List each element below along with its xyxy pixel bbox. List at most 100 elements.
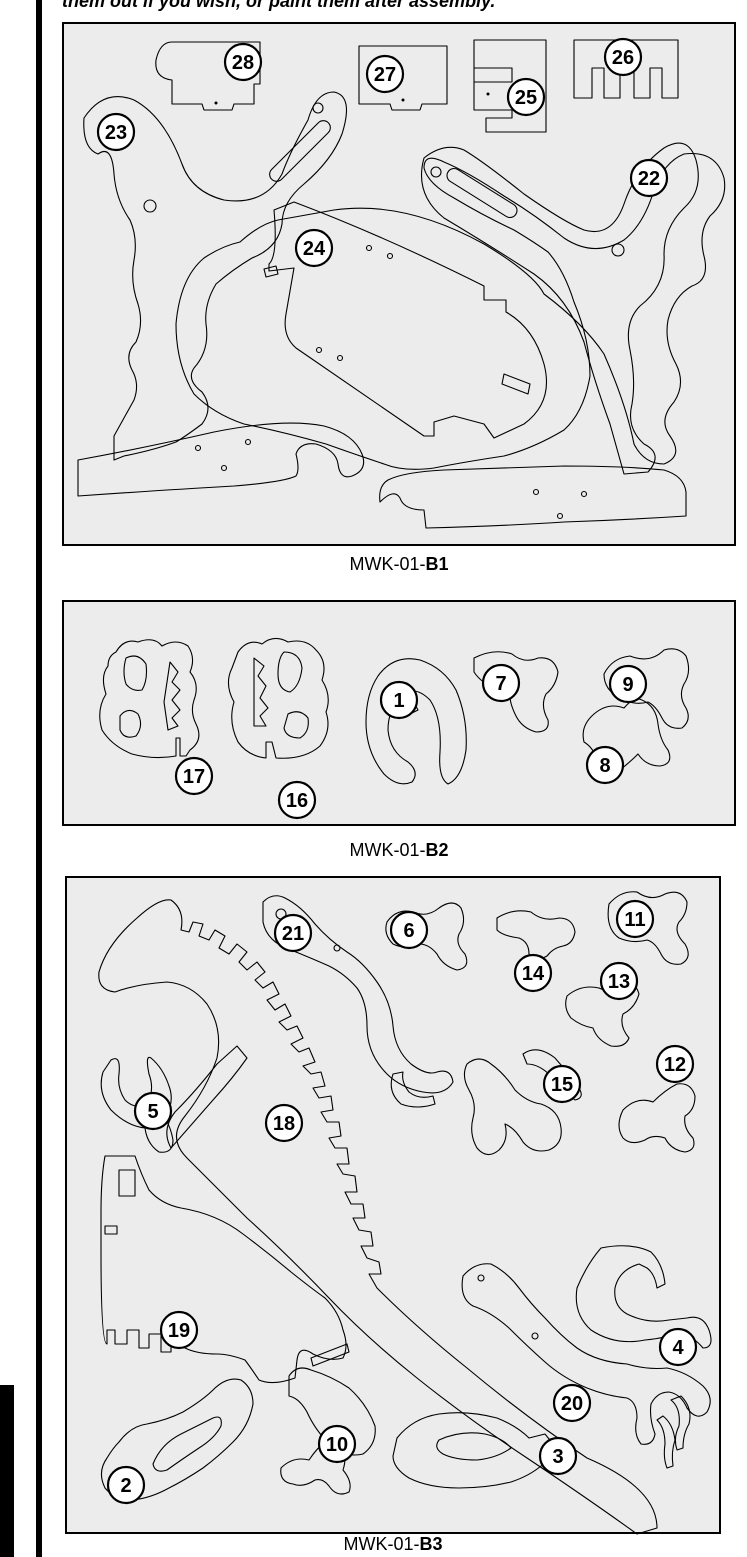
callout-21: 21 — [273, 913, 313, 953]
part-4-outline — [575, 1245, 712, 1349]
callout-2: 2 — [106, 1465, 146, 1505]
part-11-outline — [607, 891, 689, 965]
callout-10: 10 — [317, 1424, 357, 1464]
sheet-b1: 28 27 25 26 23 22 24 — [62, 22, 736, 546]
sheet-b3-callouts: 21 6 11 14 13 12 15 5 18 4 19 20 10 3 2 — [106, 899, 698, 1505]
callout-22: 22 — [629, 158, 669, 198]
callout-12: 12 — [655, 1044, 695, 1084]
callout-6: 6 — [389, 910, 429, 950]
part-body-b1-outline — [175, 152, 726, 470]
part-18-outline — [98, 899, 658, 1535]
svg-text:20: 20 — [561, 1393, 583, 1415]
part-12-outline — [618, 1083, 696, 1153]
svg-text:9: 9 — [622, 674, 633, 696]
part-23-outline — [83, 91, 348, 461]
part-3-outline — [392, 1412, 554, 1489]
callout-27: 27 — [365, 54, 405, 94]
part-25-outline — [473, 39, 547, 133]
sheet-b2-callouts: 1 7 9 8 17 16 — [174, 663, 648, 820]
svg-text:6: 6 — [403, 920, 414, 942]
svg-text:4: 4 — [672, 1337, 684, 1359]
sheet-b3: 21 6 11 14 13 12 15 5 18 4 19 20 10 3 2 — [65, 876, 721, 1535]
callout-5: 5 — [133, 1091, 173, 1131]
callout-15: 15 — [542, 1064, 582, 1104]
svg-text:26: 26 — [612, 47, 634, 69]
sheet-b2-label-code: B2 — [425, 840, 449, 860]
part-19-outline — [100, 1155, 347, 1384]
sheet-b2: 1 7 9 8 17 16 — [62, 600, 736, 826]
part-27-outline — [358, 45, 448, 111]
part-2-outline — [100, 1378, 254, 1501]
svg-text:11: 11 — [624, 909, 645, 931]
svg-text:8: 8 — [599, 755, 610, 777]
svg-text:28: 28 — [232, 52, 254, 74]
part-9-outline — [603, 648, 690, 729]
part-21-outline — [262, 895, 454, 1094]
callout-25: 25 — [506, 77, 546, 117]
sheet-b3-label-code: B3 — [419, 1534, 443, 1554]
callout-13: 13 — [599, 961, 639, 1001]
svg-text:24: 24 — [303, 238, 326, 260]
svg-text:22: 22 — [638, 168, 660, 190]
sheet-b3-parts — [98, 891, 712, 1535]
callout-24: 24 — [294, 228, 334, 268]
callout-8: 8 — [585, 745, 625, 785]
callout-3: 3 — [538, 1436, 578, 1476]
callout-9: 9 — [608, 664, 648, 704]
sheet-b1-label-prefix: MWK-01- — [349, 554, 426, 574]
svg-text:2: 2 — [120, 1475, 131, 1497]
part-28-outline — [155, 41, 261, 111]
part-base-left-outline — [77, 422, 365, 497]
instruction-text: them out if you wish, or paint them afte… — [62, 0, 496, 11]
part-10-outline — [280, 1440, 351, 1495]
part-22-outline — [420, 142, 699, 475]
part-20-outline — [461, 1263, 711, 1445]
sheet-b3-label-prefix: MWK-01- — [343, 1534, 420, 1554]
callout-26: 26 — [603, 37, 643, 77]
sheet-b3-label: MWK-01-B3 — [243, 1534, 543, 1555]
svg-text:21: 21 — [282, 923, 304, 945]
svg-text:7: 7 — [495, 673, 506, 695]
svg-text:14: 14 — [522, 963, 545, 985]
svg-text:5: 5 — [147, 1101, 158, 1123]
sheet-b2-label-prefix: MWK-01- — [349, 840, 426, 860]
svg-text:17: 17 — [183, 766, 205, 788]
svg-text:18: 18 — [273, 1113, 295, 1135]
part-14-outline — [496, 910, 576, 960]
callout-1: 1 — [379, 680, 419, 720]
left-margin-block — [0, 1385, 14, 1557]
svg-text:23: 23 — [105, 122, 127, 144]
svg-text:13: 13 — [608, 971, 630, 993]
sheet-b1-callouts: 28 27 25 26 23 22 24 — [96, 37, 669, 268]
callout-19: 19 — [159, 1310, 199, 1350]
svg-text:16: 16 — [286, 790, 308, 812]
callout-14: 14 — [513, 953, 553, 993]
callout-7: 7 — [481, 663, 521, 703]
sheet-b1-parts — [77, 39, 726, 529]
part-16-outline — [227, 637, 329, 759]
svg-text:12: 12 — [664, 1054, 686, 1076]
callout-4: 4 — [658, 1327, 698, 1367]
svg-text:1: 1 — [393, 690, 404, 712]
callout-18: 18 — [264, 1103, 304, 1143]
svg-text:27: 27 — [374, 64, 396, 86]
svg-text:15: 15 — [551, 1074, 573, 1096]
sheet-b1-label: MWK-01-B1 — [249, 554, 549, 575]
callout-17: 17 — [174, 756, 214, 796]
left-margin-rule — [36, 0, 42, 1557]
sheet-b2-label: MWK-01-B2 — [249, 840, 549, 861]
callout-20: 20 — [552, 1383, 592, 1423]
callout-11: 11 — [615, 899, 655, 939]
part-17-outline — [99, 639, 200, 759]
part-15-outline — [463, 1058, 562, 1156]
callout-28: 28 — [223, 42, 263, 82]
svg-text:10: 10 — [326, 1434, 348, 1456]
callout-16: 16 — [277, 780, 317, 820]
part-24-outline — [268, 201, 548, 439]
part-base-right-outline — [379, 465, 687, 529]
svg-text:19: 19 — [168, 1320, 190, 1342]
svg-text:25: 25 — [515, 87, 537, 109]
callout-23: 23 — [96, 112, 136, 152]
sheet-b1-label-code: B1 — [425, 554, 449, 574]
svg-text:3: 3 — [552, 1446, 563, 1468]
